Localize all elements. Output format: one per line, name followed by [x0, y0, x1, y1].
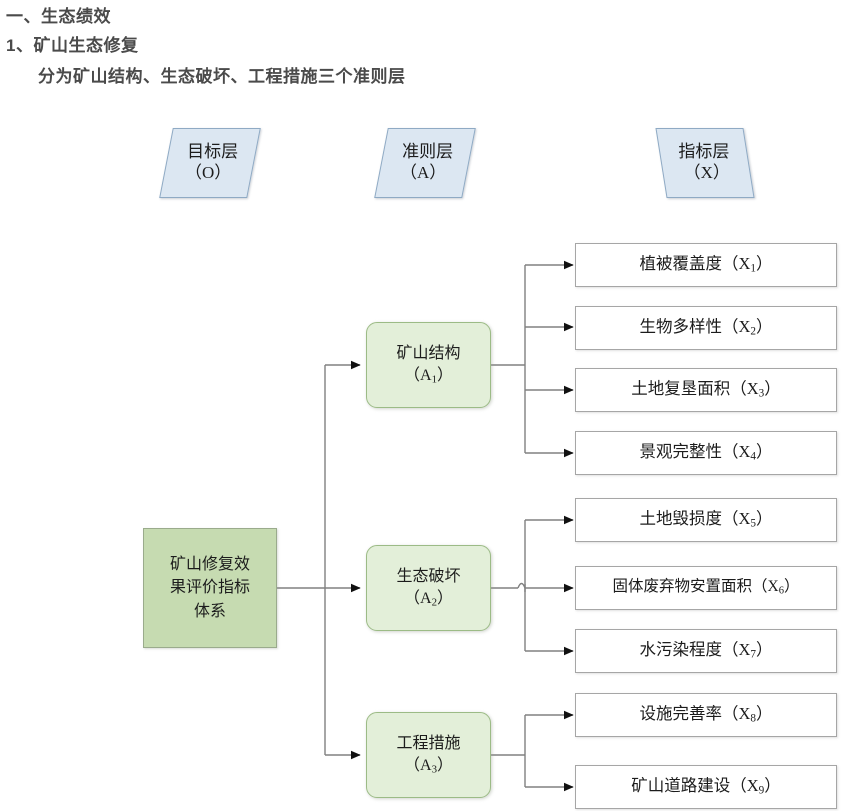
indicator-node-x7-text: 水污染程度（X7）	[639, 640, 773, 661]
goal-node-line-1: 矿山修复效	[169, 556, 250, 574]
indicator-node-x4[interactable]: 景观完整性（X4）	[575, 431, 837, 475]
criterion-node-a2[interactable]: 生态破坏 （A2）	[366, 545, 491, 631]
indicator-node-x7[interactable]: 水污染程度（X7）	[575, 629, 837, 673]
indicator-layer-header-code: （X）	[683, 163, 730, 182]
criterion-layer-header: 准则层 （A）	[374, 128, 476, 198]
criterion-node-a3[interactable]: 工程措施 （A3）	[366, 712, 491, 798]
indicator-node-x1[interactable]: 植被覆盖度（X1）	[575, 243, 837, 287]
indicator-node-x9[interactable]: 矿山道路建设（X9）	[575, 765, 837, 809]
criterion-layer-header-title: 准则层	[401, 142, 453, 162]
indicator-node-x3-text: 土地复垦面积（X3）	[631, 379, 781, 400]
indicator-node-x2[interactable]: 生物多样性（X2）	[575, 306, 837, 350]
heading-line-section: 一、生态绩效	[6, 7, 111, 26]
criterion-node-a2-label: 生态破坏	[396, 567, 461, 585]
indicator-node-x8[interactable]: 设施完善率（X8）	[575, 693, 837, 737]
indicator-node-x3[interactable]: 土地复垦面积（X3）	[575, 368, 837, 412]
goal-layer-header-code: （O）	[184, 163, 232, 182]
indicator-node-x4-text: 景观完整性（X4）	[639, 442, 773, 463]
criterion-node-a1-label: 矿山结构	[396, 344, 461, 362]
indicator-layer-header: 指标层 （X）	[655, 128, 755, 198]
criterion-node-a3-label: 工程措施	[396, 734, 461, 752]
indicator-node-x6-text: 固体废弃物安置面积（X6）	[612, 578, 800, 597]
criterion-node-a1-code: （A1）	[403, 366, 454, 386]
indicator-node-x8-text: 设施完善率（X8）	[639, 704, 773, 725]
criterion-node-a3-code: （A3）	[403, 756, 454, 776]
criterion-node-a1[interactable]: 矿山结构 （A1）	[366, 322, 491, 408]
indicator-node-x2-text: 生物多样性（X2）	[639, 317, 773, 338]
indicator-node-x5-text: 土地毁损度（X5）	[639, 509, 773, 530]
goal-layer-header-title: 目标层	[186, 142, 238, 162]
heading-line-description: 分为矿山结构、生态破坏、工程措施三个准则层	[38, 67, 406, 86]
indicator-node-x1-text: 植被覆盖度（X1）	[639, 254, 773, 275]
indicator-node-x6[interactable]: 固体废弃物安置面积（X6）	[575, 566, 837, 610]
indicator-node-x5[interactable]: 土地毁损度（X5）	[575, 498, 837, 542]
indicator-layer-header-title: 指标层	[677, 142, 729, 162]
goal-layer-header: 目标层 （O）	[159, 128, 261, 198]
indicator-node-x9-text: 矿山道路建设（X9）	[631, 776, 781, 797]
goal-node[interactable]: 矿山修复效 果评价指标 体系	[143, 528, 277, 648]
heading-line-subsection: 1、矿山生态修复	[6, 36, 139, 55]
goal-node-line-2: 果评价指标	[169, 579, 250, 597]
criterion-node-a2-code: （A2）	[403, 589, 454, 609]
criterion-layer-header-code: （A）	[399, 163, 447, 182]
goal-node-line-3: 体系	[193, 602, 226, 620]
